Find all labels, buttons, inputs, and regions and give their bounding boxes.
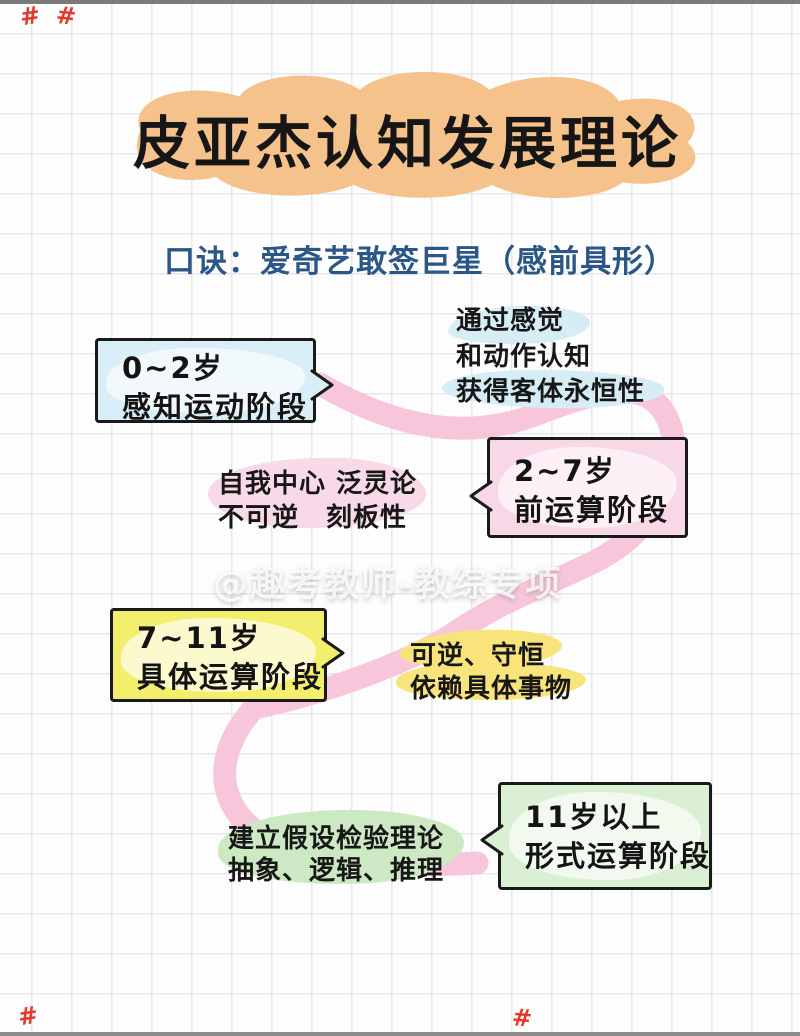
box-inner-blob xyxy=(498,447,677,528)
stage-age: 0~2岁 xyxy=(122,351,224,385)
stage-name: 具体运算阶段 xyxy=(137,660,324,694)
hash-mark-icon: # xyxy=(16,1000,40,1032)
note-line: 可逆、守恒 xyxy=(410,641,546,671)
stage-box-preoperational: 2~7岁 前运算阶段 xyxy=(469,437,688,538)
top-edge-bar xyxy=(0,0,800,4)
curve-path xyxy=(213,372,686,876)
title-banner: 皮亚杰认知发展理论 xyxy=(80,58,735,210)
note-line: 建立假设检验理论 xyxy=(228,824,445,854)
speech-arrow-left-icon xyxy=(469,480,493,512)
stage-name: 前运算阶段 xyxy=(514,493,670,527)
title-blob xyxy=(136,71,696,198)
stage-age: 11岁以上 xyxy=(525,800,663,834)
watermark: @趣考教师-教综专项 xyxy=(213,565,563,605)
hash-mark-icon: # xyxy=(54,1,78,31)
note-line: 抽象、逻辑、推理 xyxy=(228,856,445,886)
hash-mark-icon: # xyxy=(510,1003,534,1033)
stage-box-formal-operational: 11岁以上 形式运算阶段 xyxy=(480,782,712,890)
box-inner-blob xyxy=(106,348,305,413)
note-highlight-concrete xyxy=(396,662,586,700)
note-line: 和动作认知 xyxy=(456,342,592,372)
speech-arrow-right-icon xyxy=(310,369,334,401)
note-line: 自我中心 泛灵论 xyxy=(218,469,418,499)
box-inner-blob xyxy=(121,618,316,692)
stage-age: 7~11岁 xyxy=(137,621,261,655)
note-line: 依赖具体事物 xyxy=(410,674,573,704)
hash-mark-icon: # xyxy=(18,0,42,32)
stage-age: 2~7岁 xyxy=(514,454,616,488)
note-line: 不可逆 刻板性 xyxy=(218,503,408,533)
speech-arrow-right-icon xyxy=(321,637,345,669)
stage-name: 形式运算阶段 xyxy=(525,839,712,873)
speech-arrow-left-icon xyxy=(480,824,504,856)
box-inner-blob xyxy=(509,792,701,880)
page-title: 皮亚杰认知发展理论 xyxy=(133,111,682,177)
bottom-edge-bar xyxy=(0,1032,800,1036)
title-blob-shape xyxy=(136,71,696,198)
stage-box-concrete-operational: 7~11岁 具体运算阶段 xyxy=(110,608,345,702)
mnemonic-text: 口诀：爱奇艺敢签巨星（感前具形） xyxy=(164,244,676,280)
stage-name: 感知运动阶段 xyxy=(122,390,309,424)
note-line: 获得客体永恒性 xyxy=(456,377,646,407)
note-line: 通过感觉 xyxy=(456,306,565,336)
stage-box-sensorimotor: 0~2岁 感知运动阶段 xyxy=(95,338,334,424)
